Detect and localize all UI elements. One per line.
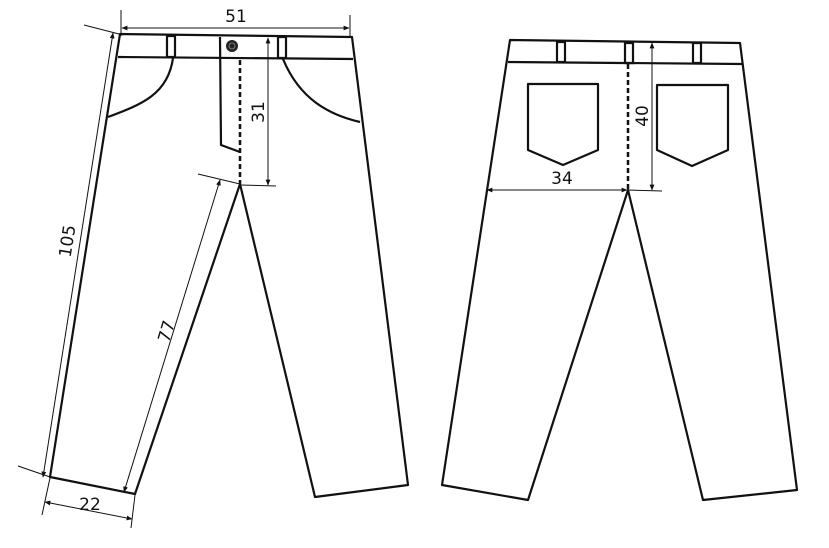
- label-hem-width: 22: [79, 495, 101, 515]
- right-pocket: [281, 58, 361, 124]
- dim-line-inseam: [123, 179, 221, 493]
- belt-loop: [165, 34, 177, 59]
- button-icon: [226, 40, 238, 52]
- belt-loop: [276, 35, 288, 60]
- back-outline: [440, 38, 799, 502]
- label-outseam: 105: [56, 224, 81, 259]
- back-view: 40 34: [440, 38, 799, 502]
- label-rise: 31: [249, 101, 269, 123]
- label-hip: 34: [551, 169, 573, 189]
- back-pocket-left: [526, 82, 600, 167]
- label-waist-width: 51: [225, 7, 247, 27]
- dim-line-hem: [44, 500, 133, 521]
- front-outline: [48, 32, 410, 499]
- left-pocket: [107, 57, 175, 119]
- back-pocket-right: [655, 83, 730, 168]
- belt-loop: [691, 41, 703, 65]
- fly: [218, 36, 241, 154]
- front-waistband: [117, 55, 354, 61]
- dim-line-outseam: [41, 32, 115, 478]
- belt-loop: [555, 40, 567, 64]
- belt-loop: [623, 41, 635, 65]
- front-view: 51 31 105 77 22: [17, 7, 410, 529]
- label-back-rise: 40: [633, 105, 653, 127]
